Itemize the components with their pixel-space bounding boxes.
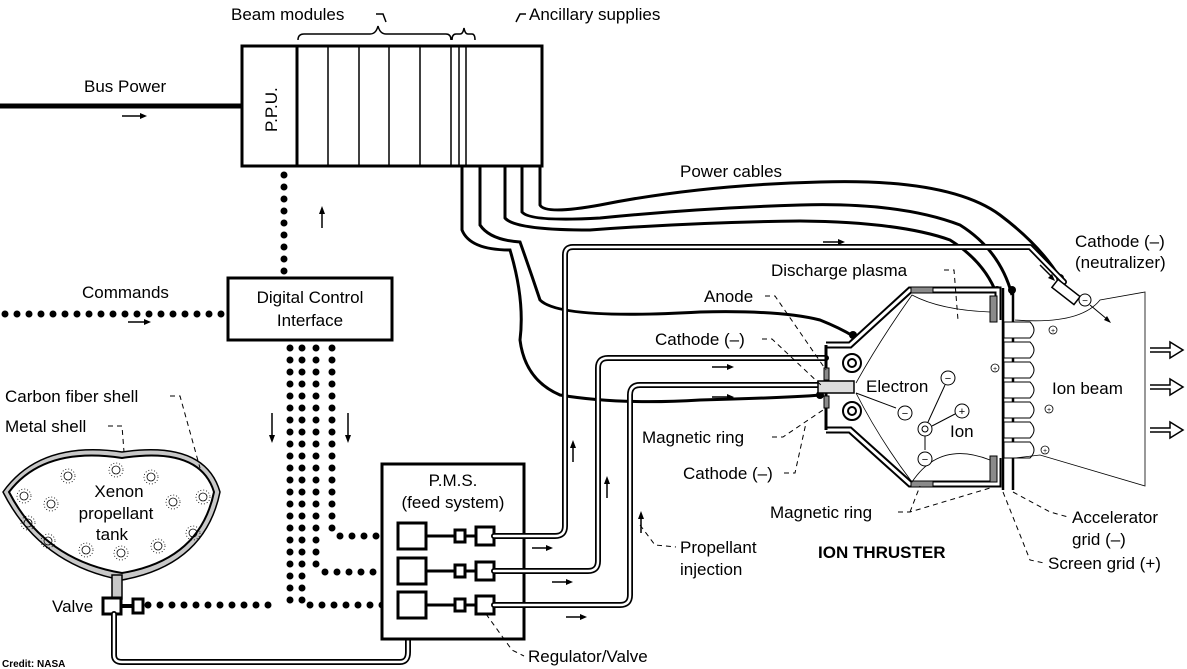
power-cables-label: Power cables: [680, 162, 782, 181]
magnetic-ring-left-label: Magnetic ring: [642, 428, 744, 447]
bus-power-line: [0, 103, 242, 119]
propellant-injection-label-line2: injection: [680, 560, 742, 579]
ion-beam-label: Ion beam: [1052, 379, 1123, 398]
beam-modules-label: Beam modules: [231, 5, 344, 24]
ion-beam: + + + +: [990, 291, 1185, 487]
ancillary-brace: [451, 27, 476, 41]
accelerator-grid-label-line2: grid (–): [1072, 530, 1126, 549]
discharge-plasma-label: Discharge plasma: [771, 261, 908, 280]
ppu-label: P.P.U.: [262, 87, 281, 132]
xenon-tank: [2, 449, 221, 600]
propellant-pipes: [491, 244, 1067, 608]
commands-label: Commands: [82, 283, 169, 302]
ion-thruster-title: ION THRUSTER: [818, 543, 946, 562]
dci-label-line1: Digital Control: [257, 288, 364, 307]
screen-grid-label: Screen grid (+): [1048, 554, 1161, 573]
neutralizer-cathode: −: [1050, 278, 1111, 323]
electron-symbol-3: −: [922, 454, 928, 466]
electron-symbol-2: −: [945, 373, 951, 385]
cathode-bottom-label: Cathode (–): [683, 464, 773, 483]
digital-control-interface: [226, 276, 394, 342]
anode-label: Anode: [704, 287, 753, 306]
ion-symbol: +: [959, 406, 965, 418]
tank-label-line1: Xenon: [94, 482, 143, 501]
cathode-top-label: Cathode (–): [655, 330, 745, 349]
electron-label: Electron: [866, 377, 928, 396]
tank-label-line2: propellant: [79, 504, 154, 523]
ion-thruster-body: [817, 286, 1002, 488]
power-cables: [460, 166, 1064, 404]
regulator-valve-label: Regulator/Valve: [528, 647, 648, 666]
neutralizer-electron-symbol: −: [1082, 296, 1088, 307]
ancillary-supplies-label: Ancillary supplies: [529, 5, 660, 24]
cathode-neutralizer-label-line1: Cathode (–): [1075, 232, 1165, 251]
propellant-injection-label-line1: Propellant: [680, 538, 757, 557]
ppu-block: [240, 44, 544, 168]
flow-arrows: [532, 239, 1055, 620]
xenon-atoms: [16, 462, 211, 561]
tank-label-line3: tank: [96, 525, 129, 544]
cathode-neutralizer-label-line2: (neutralizer): [1075, 253, 1166, 272]
svg-text:+: +: [1051, 328, 1055, 335]
credit-label: Credit: NASA: [2, 659, 65, 669]
accelerator-grid-label-line1: Accelerator: [1072, 508, 1158, 527]
grids: [1001, 288, 1035, 490]
dci-label-line2: Interface: [277, 311, 343, 330]
beam-modules-brace: [297, 25, 452, 41]
command-arrows: [128, 206, 351, 443]
bus-power-label: Bus Power: [84, 77, 167, 96]
svg-text:+: +: [1043, 448, 1047, 455]
ion-label: Ion: [950, 422, 974, 441]
metal-shell-label: Metal shell: [5, 417, 86, 436]
tank-valve: [101, 596, 145, 616]
svg-text:+: +: [1047, 407, 1051, 414]
svg-text:+: +: [993, 366, 997, 373]
valve-label: Valve: [52, 597, 93, 616]
command-lines: [1, 171, 402, 609]
pms-label-line1: P.M.S.: [429, 471, 478, 490]
electron-symbol-1: −: [902, 408, 908, 420]
pms-label-line2: (feed system): [402, 493, 505, 512]
carbon-fiber-shell-label: Carbon fiber shell: [5, 387, 138, 406]
particles: − − + −: [855, 370, 970, 467]
pms-regulator-valves: [396, 521, 496, 620]
magnetic-ring-bottom-label: Magnetic ring: [770, 503, 872, 522]
